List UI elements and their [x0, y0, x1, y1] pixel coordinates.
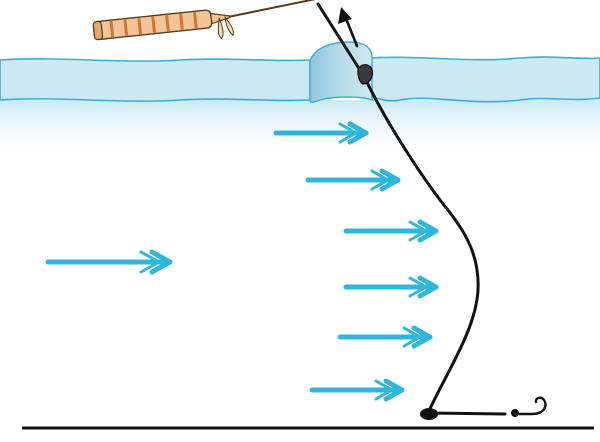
ice-sheet [0, 41, 600, 103]
current-arrow-icon [343, 219, 439, 243]
fishing-hook-icon [517, 396, 547, 416]
fishing-line [316, 2, 507, 416]
current-arrow-icon [305, 168, 401, 192]
bottom-rig [420, 396, 547, 420]
sinker-weight-icon [357, 64, 374, 85]
current-arrow-icon [337, 325, 433, 349]
current-arrow-icon [343, 275, 439, 299]
current-arrow-icon [309, 378, 405, 402]
ice-hole [309, 41, 373, 103]
bottom-sinker-icon [420, 408, 438, 420]
pull-direction-arrow-icon [338, 7, 359, 48]
ice-fishing-rod-icon [92, 0, 320, 41]
water-shimmer [0, 100, 600, 160]
hook-bead [511, 409, 519, 417]
current-arrow-icon [273, 121, 369, 145]
current-arrow-icon [45, 249, 173, 275]
current-arrows [45, 121, 439, 402]
